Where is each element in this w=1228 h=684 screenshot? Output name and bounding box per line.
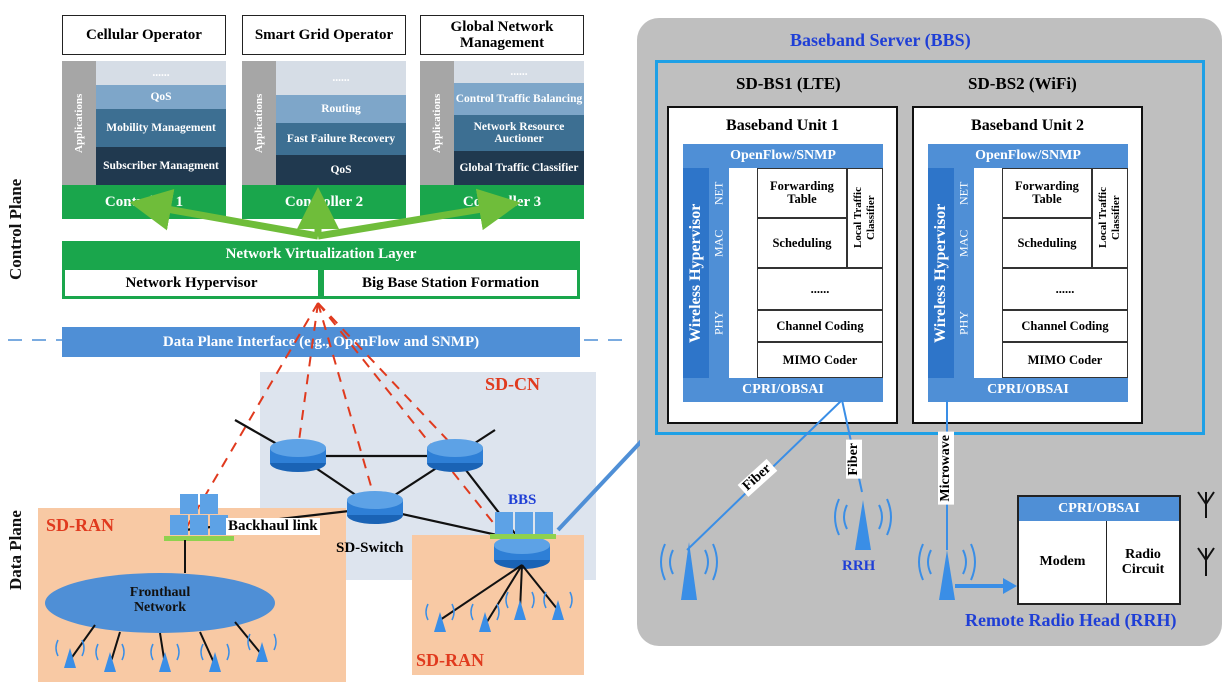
rrh-cpri-band: CPRI/OBSAI: [1019, 497, 1179, 521]
net-layer: NET: [709, 168, 729, 218]
mimo-coder: MIMO Coder: [1002, 342, 1128, 378]
rrh-box: CPRI/OBSAI Modem Radio Circuit: [1017, 495, 1181, 605]
modem: Modem: [1019, 521, 1107, 603]
forwarding-table: Forwarding Table: [1002, 168, 1092, 218]
backhaul-label: Backhaul link: [226, 518, 320, 535]
big-base-station-formation: Big Base Station Formation: [321, 267, 580, 299]
app-row: ......: [454, 61, 584, 83]
mimo-coder: MIMO Coder: [757, 342, 883, 378]
app-row: QoS: [96, 85, 226, 109]
channel-coding: Channel Coding: [757, 310, 883, 342]
forwarding-table: Forwarding Table: [757, 168, 847, 218]
local-traffic-classifier: Local Traffic Classifier: [1092, 168, 1128, 268]
network-graph: [45, 302, 640, 672]
router-icon: [494, 536, 550, 569]
local-traffic-classifier: Local Traffic Classifier: [847, 168, 883, 268]
data-plane-interface: Data Plane Interface (e.g., OpenFlow and…: [62, 327, 580, 357]
sd-bs2-label: SD-BS2 (WiFi): [968, 74, 1077, 93]
operator-title: Cellular Operator: [62, 15, 226, 55]
bbs-title: Baseband Server (BBS): [790, 30, 971, 50]
sdran-right-label: SD-RAN: [416, 650, 485, 670]
sdran-left-label: SD-RAN: [46, 515, 115, 535]
router-icon: [270, 439, 326, 472]
bbu-title: Baseband Unit 2: [971, 117, 1084, 134]
app-row: ......: [276, 61, 406, 95]
fronthaul-label: Fronthaul Network: [129, 585, 191, 615]
bbu-title: Baseband Unit 1: [726, 117, 839, 134]
mac-layer: MAC: [709, 218, 729, 268]
bbs-inner-frame: [655, 60, 1205, 435]
network-hypervisor: Network Hypervisor: [62, 267, 321, 299]
rrh-caption: Remote Radio Head (RRH): [965, 610, 1177, 630]
rrh-antenna-icon: [1197, 491, 1215, 576]
app-row: Control Traffic Balancing: [454, 83, 584, 115]
phy-layer: PHY: [954, 268, 974, 378]
app-row: Routing: [276, 95, 406, 123]
app-row: Fast Failure Recovery: [276, 123, 406, 155]
router-icon: [347, 491, 403, 524]
baseband-unit-2: Baseband Unit 2 OpenFlow/SNMP Wireless H…: [912, 106, 1143, 424]
antenna-icon: [681, 500, 955, 600]
rrh-label: RRH: [842, 558, 876, 574]
app-row: Global Traffic Classifier: [454, 151, 584, 185]
router-icon: [427, 439, 483, 472]
microwave-label: Microwave: [938, 432, 954, 505]
phy-dots: ......: [757, 268, 883, 310]
openflow-band: OpenFlow/SNMP: [683, 144, 883, 168]
app-row: Mobility Management: [96, 109, 226, 147]
operator-title: Smart Grid Operator: [242, 15, 406, 55]
baseband-unit-1: Baseband Unit 1 OpenFlow/SNMP Wireless H…: [667, 106, 898, 424]
app-row: Subscriber Managment: [96, 147, 226, 185]
sd-switch-label: SD-Switch: [336, 540, 404, 556]
wireless-hypervisor: Wireless Hypervisor: [683, 168, 709, 378]
sd-bs1-label: SD-BS1 (LTE): [736, 74, 841, 93]
channel-coding: Channel Coding: [1002, 310, 1128, 342]
cpri-band: CPRI/OBSAI: [683, 378, 883, 402]
openflow-band: OpenFlow/SNMP: [928, 144, 1128, 168]
app-row: ......: [96, 61, 226, 85]
app-row: QoS: [276, 155, 406, 185]
app-row: Network Resource Auctioner: [454, 115, 584, 151]
net-layer: NET: [954, 168, 974, 218]
wireless-hypervisor: Wireless Hypervisor: [928, 168, 954, 378]
signal-waves-icon: [660, 498, 976, 581]
controller-arrows: [129, 187, 521, 240]
sdcn-label: SD-CN: [485, 374, 541, 394]
rrh-links: [660, 400, 1215, 600]
server-stack-icon: [490, 512, 556, 539]
cpri-band: CPRI/OBSAI: [928, 378, 1128, 402]
operator-title: Global Network Management: [420, 15, 584, 55]
mac-layer: MAC: [954, 218, 974, 268]
nvl-title: Network Virtualization Layer: [62, 241, 580, 267]
server-stack-icon: [164, 494, 234, 541]
scheduling: Scheduling: [757, 218, 847, 268]
phy-dots: ......: [1002, 268, 1128, 310]
antenna-icon: [64, 600, 564, 672]
bbs-label: BBS: [508, 492, 537, 508]
fiber-label-2: Fiber: [846, 440, 862, 479]
operator-3: Global Network Management Applications .…: [420, 15, 584, 219]
phy-layer: PHY: [709, 268, 729, 378]
radio-circuit: Radio Circuit: [1121, 547, 1165, 577]
scheduling: Scheduling: [1002, 218, 1092, 268]
signal-waves-icon: [55, 591, 573, 661]
